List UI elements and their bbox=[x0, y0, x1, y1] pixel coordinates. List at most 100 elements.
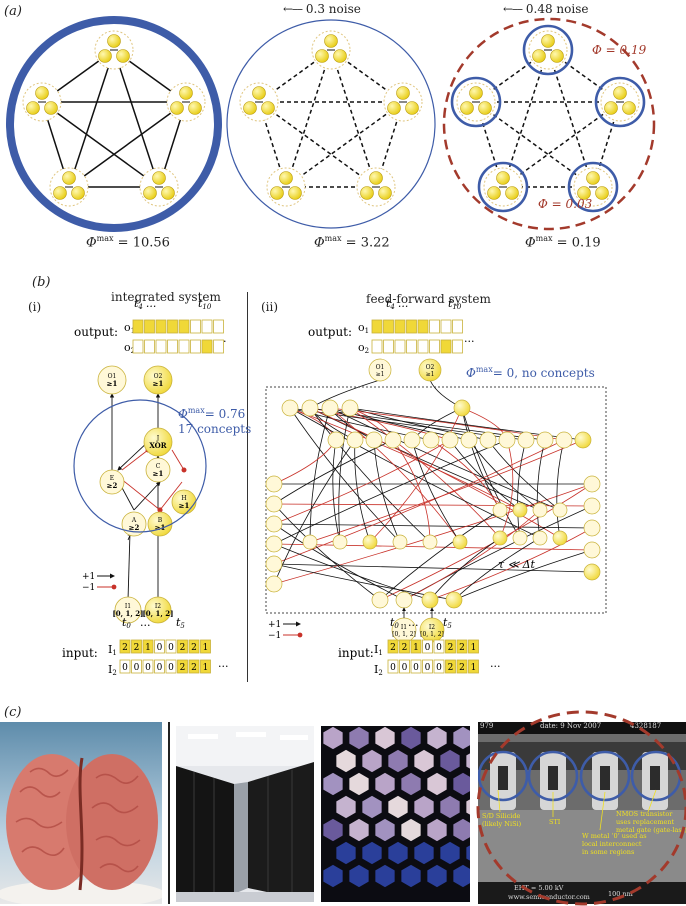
time-cell bbox=[410, 639, 422, 654]
t-end-i: t10 bbox=[198, 297, 212, 311]
t0-label-i: t0 bbox=[122, 616, 131, 630]
node-cluster bbox=[94, 30, 134, 70]
logic-node: A≥2 bbox=[121, 511, 147, 537]
sem-id: 4328187 bbox=[630, 722, 662, 730]
trail-ellipsis-i: ... bbox=[216, 332, 227, 345]
connection bbox=[461, 407, 501, 511]
node-cluster bbox=[383, 82, 423, 122]
connection bbox=[373, 439, 401, 543]
time-cell bbox=[119, 639, 131, 654]
time-cell bbox=[131, 659, 142, 674]
time-cell bbox=[452, 339, 463, 354]
time-cell-value: 0 bbox=[436, 663, 442, 673]
node-cluster bbox=[356, 167, 396, 207]
logic-node bbox=[332, 534, 348, 550]
svg-text:[0, 1, 2]: [0, 1, 2] bbox=[143, 609, 174, 618]
hex-cell bbox=[347, 771, 371, 797]
logic-node bbox=[512, 502, 528, 518]
time-cell bbox=[410, 659, 422, 674]
hex-cell bbox=[451, 863, 470, 889]
time-cell-value: 1 bbox=[203, 643, 209, 653]
noise-dashed-circle bbox=[442, 17, 656, 231]
svg-text:[0, 1, 2]: [0, 1, 2] bbox=[392, 631, 416, 638]
logic-node bbox=[365, 431, 383, 449]
time-cell-value: 2 bbox=[402, 643, 408, 653]
time-cell-value: 2 bbox=[390, 643, 396, 653]
logic-node bbox=[555, 431, 573, 449]
logic-node bbox=[532, 502, 548, 518]
logic-node bbox=[341, 399, 359, 417]
svg-text:I2: I2 bbox=[429, 624, 435, 631]
output-label-i: output: bbox=[74, 325, 118, 339]
logic-node bbox=[532, 530, 548, 546]
time-cell bbox=[190, 319, 201, 334]
logic-node bbox=[512, 530, 528, 546]
logic-node bbox=[384, 431, 402, 449]
time-cell bbox=[188, 659, 200, 674]
hex-cell bbox=[334, 840, 358, 866]
time-cell-value: 2 bbox=[448, 643, 454, 653]
sem-header-left: 979 bbox=[480, 722, 494, 730]
svg-text:+1: +1 bbox=[82, 572, 95, 582]
svg-text:J: J bbox=[156, 435, 160, 442]
connection bbox=[273, 483, 593, 585]
logic-node bbox=[479, 431, 497, 449]
panel-b-ii-tag: (ii) bbox=[261, 300, 279, 314]
svg-text:B: B bbox=[158, 517, 163, 524]
time-cell-value: 1 bbox=[413, 643, 419, 653]
logic-node bbox=[492, 502, 508, 518]
local-complex-circle bbox=[594, 76, 646, 128]
hex-cell bbox=[464, 751, 470, 771]
logic-node bbox=[492, 530, 508, 546]
time-cell bbox=[399, 639, 410, 654]
hex-cell bbox=[360, 794, 384, 820]
time-cell-value: 2 bbox=[180, 663, 186, 673]
panel-b-label: (b) bbox=[32, 275, 51, 290]
feedforward-circuit: O1≥1O2≥1I1[0, 1, 2]I2[0, 1, 2] bbox=[265, 358, 601, 643]
logic-node bbox=[452, 534, 468, 550]
time-cell bbox=[165, 659, 177, 674]
logic-node bbox=[583, 475, 601, 493]
phi-max-3: Φmax = 0.19 bbox=[525, 234, 601, 251]
time-cell bbox=[456, 659, 468, 674]
svg-text:A: A bbox=[131, 517, 137, 524]
server-racks-illustration bbox=[176, 726, 314, 902]
logic-node bbox=[460, 431, 478, 449]
panel-a-network-diagrams bbox=[6, 16, 656, 232]
input-label-i: input: bbox=[62, 646, 98, 660]
svg-text:XOR: XOR bbox=[149, 441, 166, 450]
time-cell bbox=[190, 339, 201, 354]
logic-node: O2≥1 bbox=[143, 365, 173, 395]
brain-illustration bbox=[0, 754, 162, 904]
time-cell bbox=[440, 319, 452, 334]
logic-node: I2[0, 1, 2] bbox=[143, 596, 174, 624]
logic-node: O2≥1 bbox=[418, 358, 442, 382]
hex-cell bbox=[386, 840, 410, 866]
time-cell bbox=[452, 319, 463, 334]
time-cell bbox=[213, 339, 224, 354]
legend-ii: +1 −1 bbox=[268, 620, 303, 641]
time-cell-value: 2 bbox=[459, 643, 465, 653]
input-trail-i: ... bbox=[218, 657, 229, 670]
t5-label-ii: t5 bbox=[443, 616, 452, 630]
noise-label-1: ←–– 0.3 noise bbox=[283, 2, 361, 16]
i2-label-i: I2 bbox=[108, 663, 117, 677]
connection bbox=[536, 439, 546, 539]
node-cluster bbox=[266, 167, 306, 207]
time-cell bbox=[132, 319, 144, 334]
time-cell bbox=[440, 339, 452, 354]
complex-circle-2 bbox=[226, 19, 436, 229]
hex-cell bbox=[425, 863, 449, 889]
hex-cell bbox=[373, 817, 397, 843]
time-cell bbox=[445, 659, 456, 674]
connection bbox=[468, 439, 541, 511]
connection bbox=[453, 549, 593, 601]
connection bbox=[289, 407, 521, 511]
hex-cell bbox=[412, 748, 436, 774]
connection bbox=[392, 439, 431, 543]
hexagon-array-illustration bbox=[321, 726, 470, 889]
time-cell bbox=[422, 639, 433, 654]
logic-node bbox=[422, 534, 438, 550]
svg-text:[0, 1, 2]: [0, 1, 2] bbox=[113, 609, 144, 618]
hex-cell bbox=[321, 863, 345, 889]
